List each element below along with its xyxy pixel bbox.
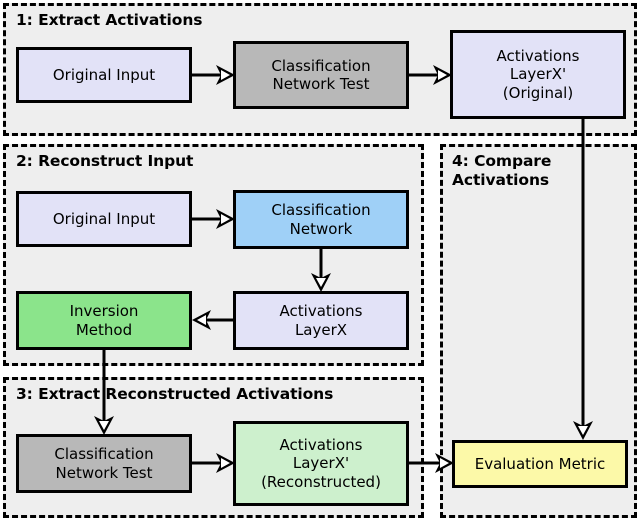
edge-orig-input-to-cls-test-1 xyxy=(190,61,238,91)
node-activations-layerx-reconstructed[interactable]: Activations LayerX' (Reconstructed) xyxy=(233,421,409,506)
edge-orig-input-to-cls-net xyxy=(190,205,238,235)
node-classification-network[interactable]: Classification Network xyxy=(233,190,409,249)
node-label: Evaluation Metric xyxy=(474,454,606,473)
node-activations-layerx-original[interactable]: Activations LayerX' (Original) xyxy=(450,30,626,119)
node-classification-network-test-1[interactable]: Classification Network Test xyxy=(233,41,409,109)
node-evaluation-metric[interactable]: Evaluation Metric xyxy=(452,440,628,488)
section-title-1: 1: Extract Activations xyxy=(16,11,203,29)
node-inversion-method[interactable]: Inversion Method xyxy=(16,291,192,350)
edge-act-orig-to-eval-metric xyxy=(568,117,598,443)
node-label: Classification Network xyxy=(271,201,371,238)
section-title-4: 4: Compare Activations xyxy=(452,152,552,189)
edge-cls-test-3-to-act-recon xyxy=(190,449,238,479)
edge-inversion-to-cls-test-3 xyxy=(89,348,119,438)
node-original-input-2[interactable]: Original Input xyxy=(16,191,192,247)
node-label: Activations LayerX xyxy=(279,302,363,339)
node-classification-network-test-3[interactable]: Classification Network Test xyxy=(16,434,192,493)
node-label: Classification Network Test xyxy=(271,56,371,93)
node-label: Classification Network Test xyxy=(54,445,154,482)
node-label: Original Input xyxy=(52,209,156,228)
edge-act-recon-to-eval-metric xyxy=(407,449,457,479)
node-label: Activations LayerX' (Original) xyxy=(496,47,580,102)
edge-act-layerx-to-inversion xyxy=(187,306,237,336)
node-label: Original Input xyxy=(52,65,156,84)
section-title-3: 3: Extract Reconstructed Activations xyxy=(16,385,334,403)
node-label: Activations LayerX' (Reconstructed) xyxy=(261,436,381,491)
node-original-input-1[interactable]: Original Input xyxy=(16,47,192,103)
edge-cls-net-to-act-layerx xyxy=(306,247,336,295)
node-label: Inversion Method xyxy=(69,302,139,339)
edge-cls-test-1-to-act-orig xyxy=(407,61,455,91)
node-activations-layerx[interactable]: Activations LayerX xyxy=(233,291,409,350)
section-title-2: 2: Reconstruct Input xyxy=(16,152,194,170)
